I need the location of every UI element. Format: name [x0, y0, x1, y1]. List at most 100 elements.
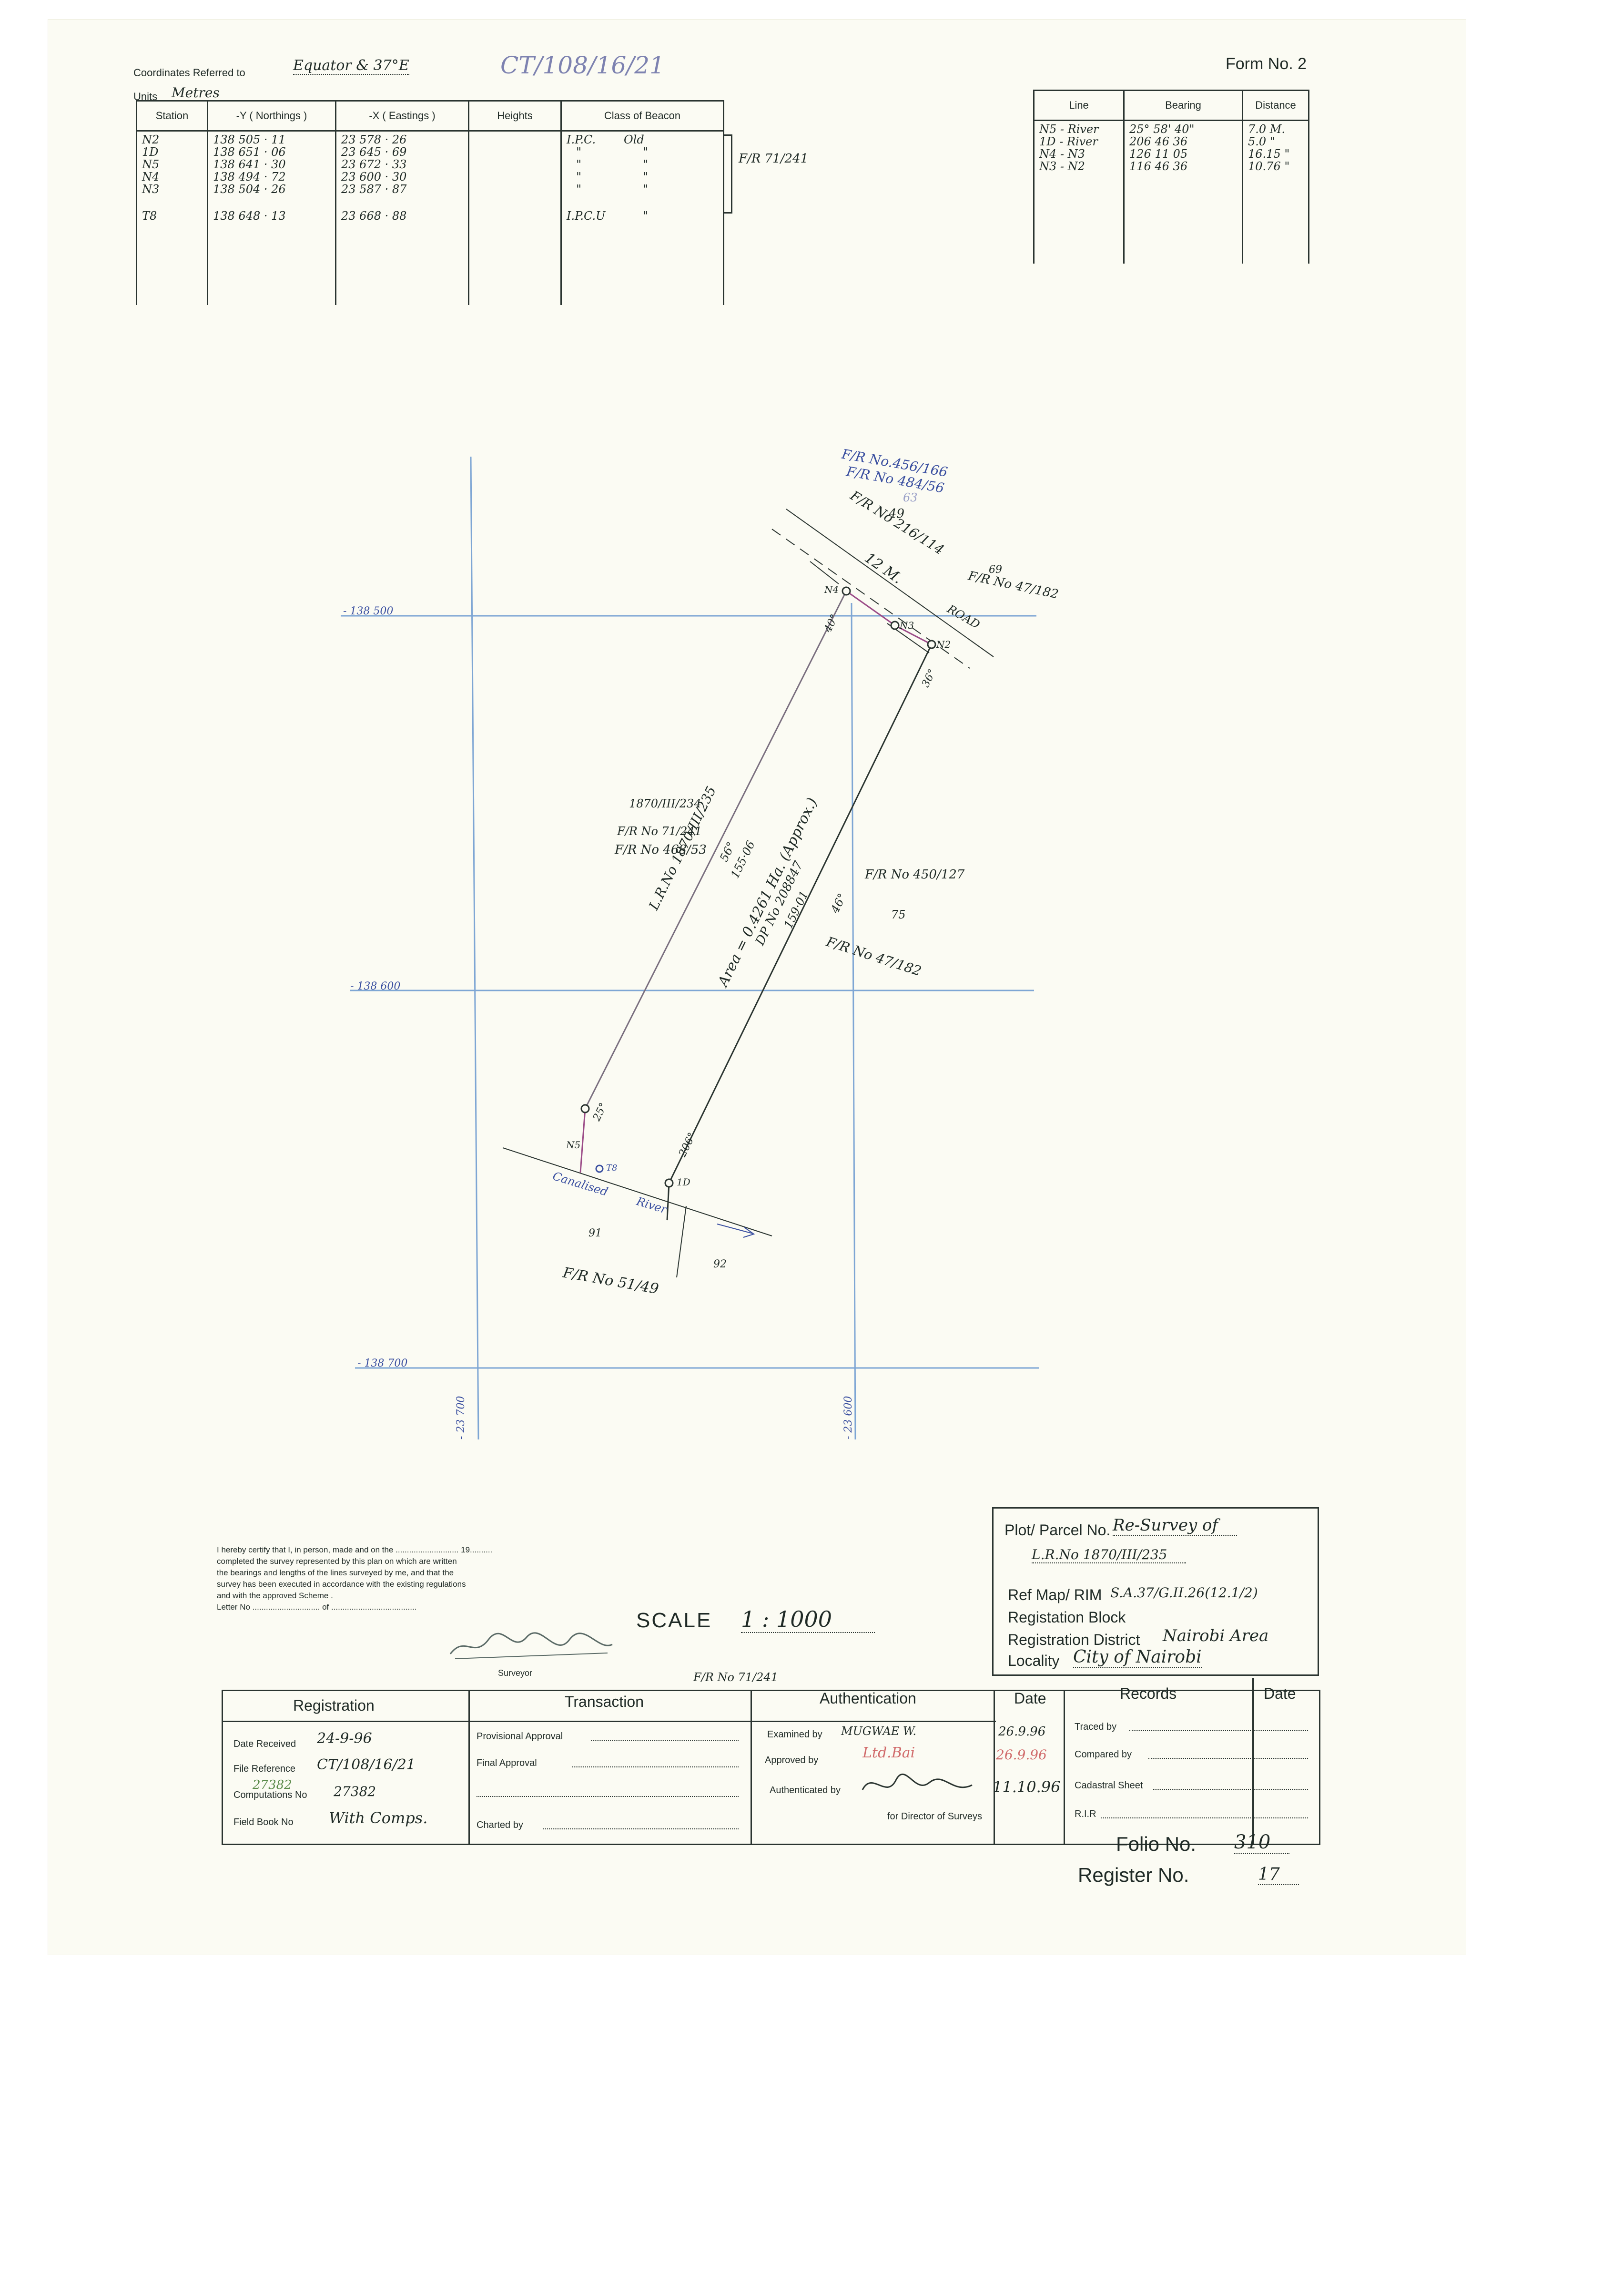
ref-92: 92 — [713, 1258, 727, 1270]
eastings-column: 23 578 · 26 23 645 · 69 23 672 · 33 23 6… — [335, 131, 469, 305]
form-header-rule — [222, 1721, 996, 1722]
plot-parcel-value-line2: L.R.No 1870/III/235 — [1032, 1547, 1187, 1563]
records-date-header: Date — [1264, 1685, 1296, 1702]
easting-cell: 23 668 · 88 — [341, 209, 407, 223]
authenticated-by-label: Authenticated by — [770, 1785, 841, 1796]
coords-value: Equator & 37°E — [293, 57, 409, 75]
easting-cell: 23 578 · 26 — [341, 133, 407, 146]
easting-cell: 23 587 · 87 — [341, 183, 407, 196]
line-column: N5 - River 1D - River N4 - N3 N3 - N2 — [1033, 120, 1125, 264]
beacon-cell: I.P.C.U" — [567, 209, 649, 223]
file-reference-value: CT/108/16/21 — [317, 1756, 416, 1773]
date-header: Date — [1014, 1690, 1046, 1707]
station-label-n3: N3 — [900, 620, 914, 631]
beacon-n4 — [842, 586, 851, 596]
grid-line-easting-600 — [851, 602, 856, 1440]
grid-label-138600: - 138 600 — [350, 980, 401, 992]
beacon-cell: "" — [576, 145, 649, 159]
form-divider — [1064, 1690, 1065, 1844]
form-divider — [1252, 1678, 1254, 1844]
records-line — [1101, 1817, 1308, 1818]
director-of-surveys: for Director of Surveys — [887, 1811, 982, 1822]
easting-cell: 23 672 · 33 — [341, 158, 407, 171]
beacon-cell: "" — [576, 183, 649, 196]
beacon-column: I.P.C.Old "" "" "" "" I.P.C.U" — [560, 131, 724, 305]
grid-label-138500: - 138 500 — [343, 605, 394, 617]
distance-cell: 7.0 M. — [1248, 122, 1285, 136]
ref-91: 91 — [588, 1227, 602, 1239]
file-reference-label: File Reference — [233, 1764, 296, 1774]
station-cell: N4 — [142, 170, 160, 184]
grid-label-138700: - 138 700 — [357, 1357, 408, 1369]
blank-line — [477, 1796, 739, 1797]
road-edge — [786, 509, 994, 657]
form-number: Form No. 2 — [1226, 55, 1307, 73]
ref-49: 49 — [889, 507, 905, 521]
examined-by-label: Examined by — [767, 1729, 822, 1740]
station-cell: T8 — [142, 209, 157, 223]
beacon-n2 — [927, 640, 936, 649]
station-cell: N2 — [142, 133, 160, 146]
river-flow-arrow — [717, 1224, 753, 1234]
units-value: Metres — [172, 85, 220, 101]
approved-by-value: Ltd.Bai — [862, 1745, 915, 1761]
beacon-cell: I.P.C.Old — [567, 133, 644, 146]
bearing-column: 25° 58' 40" 206 46 36 126 11 05 116 46 3… — [1123, 120, 1243, 264]
easting-cell: 23 600 · 30 — [341, 170, 407, 184]
ref-fr-71: F/R No 71/241 — [617, 825, 702, 838]
registration-form — [222, 1690, 1320, 1845]
authentication-header: Authentication — [820, 1690, 916, 1707]
folio-label: Folio No. — [1116, 1833, 1197, 1855]
certify-line: Letter No ..............................… — [217, 1602, 417, 1612]
distance-header: Distance — [1242, 90, 1309, 121]
river-frontage — [579, 1108, 586, 1173]
cadastral-sheet-label: Cadastral Sheet — [1075, 1780, 1143, 1791]
northing-cell: 138 641 · 30 — [213, 158, 286, 171]
plot-parcel-label: Plot/ Parcel No. — [1004, 1521, 1111, 1539]
certify-line: completed the survey represented by this… — [217, 1557, 457, 1566]
bracket-reference: F/R 71/241 — [739, 152, 809, 166]
compared-by-label: Compared by — [1075, 1749, 1132, 1760]
register-value: 17 — [1258, 1865, 1299, 1885]
locality-value: City of Nairobi — [1073, 1647, 1202, 1668]
registration-district-label: Registration District — [1008, 1631, 1140, 1648]
bearing-cell: 126 11 05 — [1129, 147, 1188, 161]
road-edge — [771, 529, 970, 669]
eastings-header: -X ( Eastings ) — [335, 100, 469, 132]
charted-by-line — [543, 1828, 739, 1829]
distance-cell: 10.76 " — [1248, 160, 1290, 173]
final-approval-label: Final Approval — [477, 1758, 537, 1768]
form-divider — [994, 1690, 995, 1844]
station-label-n4: N4 — [824, 584, 839, 595]
station-coordinates-table: Station -Y ( Northings ) -X ( Eastings )… — [136, 100, 724, 305]
distance-cell: 5.0 " — [1248, 135, 1275, 148]
certify-line: I hereby certify that I, in person, made… — [217, 1545, 493, 1554]
distance-cell: 16.15 " — [1248, 147, 1290, 161]
scale-label: SCALE — [636, 1609, 712, 1632]
bearing-cell: 116 46 36 — [1129, 160, 1188, 173]
station-header: Station — [136, 100, 208, 132]
surveyor-signature — [449, 1632, 613, 1659]
ref-map-value: S.A.37/G.II.26(12.1/2) — [1110, 1585, 1258, 1601]
registration-header: Registration — [293, 1697, 375, 1714]
beacon-t8 — [595, 1164, 604, 1173]
northings-header: -Y ( Northings ) — [207, 100, 336, 132]
line-cell: N3 - N2 — [1039, 160, 1085, 173]
traced-by-label: Traced by — [1075, 1722, 1117, 1732]
records-line — [1153, 1789, 1308, 1790]
certify-line: survey has been executed in accordance w… — [217, 1580, 466, 1589]
parcel-boundary — [584, 591, 847, 1109]
beacon-cell: "" — [576, 170, 649, 184]
station-label-t8: T8 — [606, 1163, 618, 1173]
distance-column: 7.0 M. 5.0 " 16.15 " 10.76 " — [1242, 120, 1309, 264]
registration-district-value: Nairobi Area — [1163, 1626, 1269, 1645]
form-divider — [751, 1690, 752, 1844]
station-cell: 1D — [142, 145, 159, 159]
station-label-1d: 1D — [677, 1176, 690, 1188]
folio-value: 310 — [1234, 1831, 1290, 1854]
date-received-value: 24-9-96 — [317, 1730, 372, 1747]
records-line — [1129, 1730, 1308, 1731]
records-header: Records — [1120, 1685, 1177, 1702]
date-received-label: Date Received — [233, 1739, 296, 1749]
file-number: CT/108/16/21 — [500, 51, 665, 79]
